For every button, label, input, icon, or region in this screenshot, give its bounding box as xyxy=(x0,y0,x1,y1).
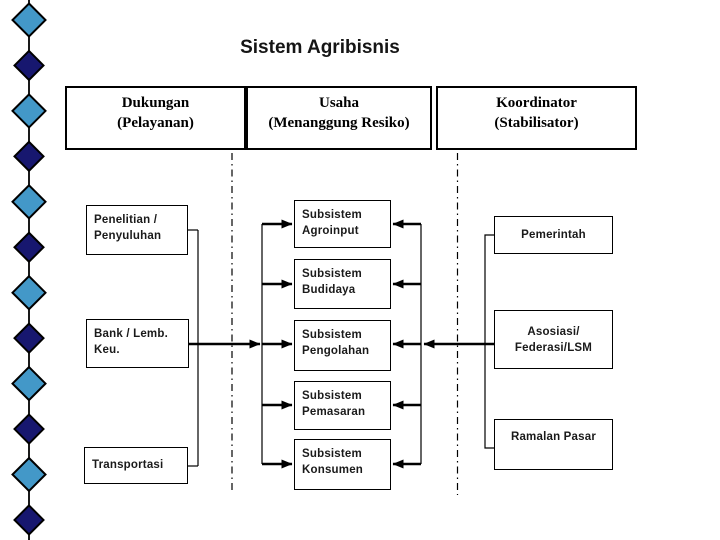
diamond xyxy=(11,2,47,38)
box-asosiasi-federasi-lsm: Asosiasi/ Federasi/LSM xyxy=(494,310,613,369)
box-subsistem-konsumen: Subsistem Konsumen xyxy=(294,439,391,490)
header-usaha-menanggung-resiko: Usaha (Menanggung Resiko) xyxy=(246,86,432,150)
diamond xyxy=(13,504,45,536)
header-dukungan-pelayanan: Dukungan (Pelayanan) xyxy=(65,86,246,150)
diamond xyxy=(13,49,45,82)
connector-right-bus xyxy=(484,234,494,449)
diamond xyxy=(11,456,47,493)
diamond-strip xyxy=(11,0,47,540)
box-pemerintah: Pemerintah xyxy=(494,216,613,254)
box-ramalan-pasar: Ramalan Pasar xyxy=(494,419,613,470)
diamond xyxy=(13,231,45,264)
box-subsistem-pengolahan: Subsistem Pengolahan xyxy=(294,320,391,371)
diamond xyxy=(13,322,45,355)
box-transportasi: Transportasi xyxy=(84,447,188,484)
diamond xyxy=(13,140,45,173)
diamond xyxy=(11,274,47,311)
diamonds-group xyxy=(11,2,47,536)
box-subsistem-budidaya: Subsistem Budidaya xyxy=(294,259,391,309)
box-subsistem-agroinput: Subsistem Agroinput xyxy=(294,200,391,248)
box-penelitian-penyuluhan: Penelitian / Penyuluhan xyxy=(86,205,188,255)
diamond xyxy=(11,365,47,402)
page-title: Sistem Agribisnis xyxy=(240,37,400,58)
header-koordinator-stabilisator: Koordinator (Stabilisator) xyxy=(436,86,637,150)
diamond xyxy=(11,92,47,129)
diamond xyxy=(11,183,47,220)
box-bank-lembaga-keuangan: Bank / Lemb. Keu. xyxy=(86,319,189,368)
box-subsistem-pemasaran: Subsistem Pemasaran xyxy=(294,381,391,430)
diamond xyxy=(13,413,45,445)
